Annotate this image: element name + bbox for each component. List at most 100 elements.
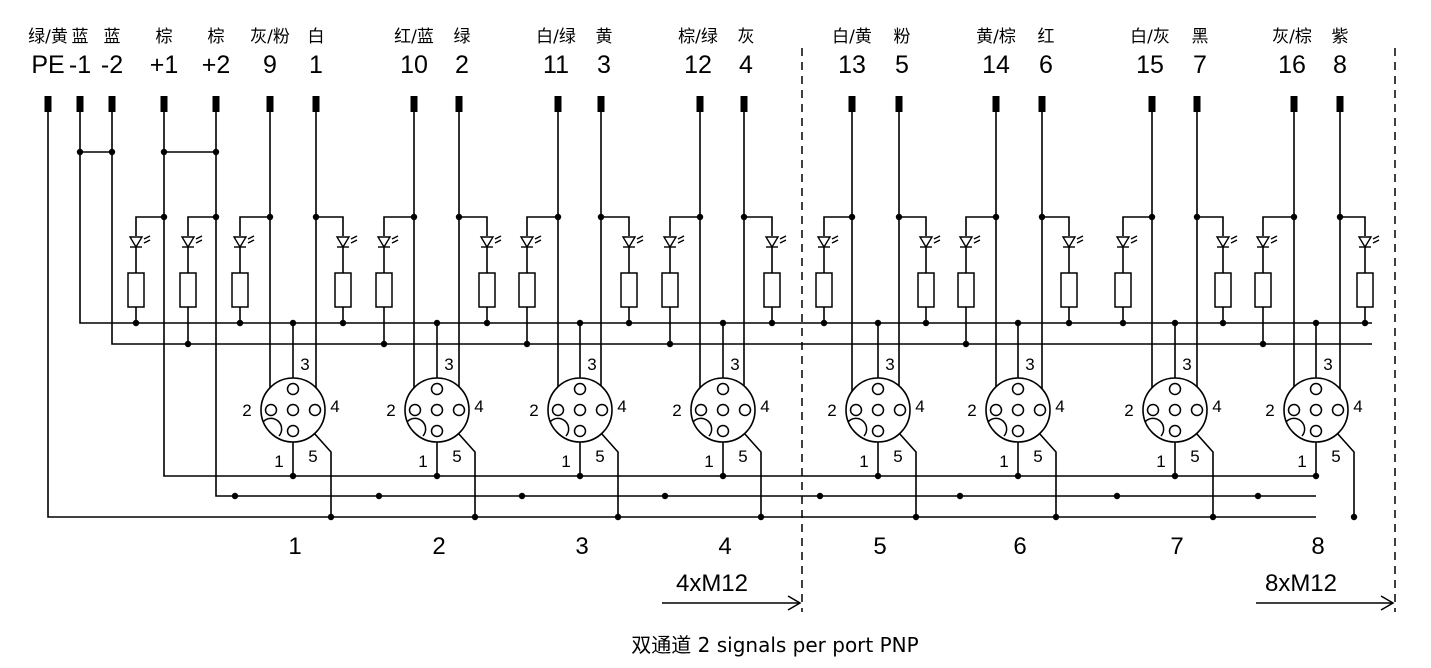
bus-minus-1: [79, 112, 1372, 324]
connector-pin-label: 5: [452, 447, 461, 466]
led-branch: [459, 216, 488, 236]
junction-dot: [554, 213, 562, 221]
connector-pin-label: 4: [1055, 397, 1064, 416]
terminal-layer: [44, 96, 1344, 112]
resistor: [917, 272, 935, 308]
terminal-wire-color: 红/蓝: [394, 27, 434, 47]
resistor: [375, 272, 393, 308]
resistor: [620, 272, 638, 308]
connector-pin-label: 4: [760, 397, 769, 416]
connector-pin-label: 2: [967, 401, 976, 420]
junction-dot: [327, 513, 335, 521]
junction-dot: [1014, 472, 1022, 480]
connector-pin-label: 1: [859, 452, 868, 471]
port-number: 8: [1311, 533, 1324, 560]
junction-dot: [1312, 319, 1320, 327]
led-branch: [135, 216, 164, 236]
terminal-wire-color: 棕: [208, 27, 225, 47]
resistor: [231, 272, 249, 308]
connector-pin-label: 4: [617, 397, 626, 416]
connector-pin-label: 4: [1353, 397, 1362, 416]
junction-dots: [76, 148, 1369, 521]
led-indicator: [621, 235, 644, 249]
terminal-wire-color: 绿/黄: [28, 27, 68, 47]
junction-dot: [236, 319, 244, 327]
junction-dot: [1038, 213, 1046, 221]
terminal-wire-color: 粉: [894, 27, 911, 47]
arrow-head: [787, 595, 802, 611]
led-indicator: [519, 235, 542, 249]
junction-dot: [816, 492, 824, 500]
junction-dot: [576, 472, 584, 480]
bus-plus-2: [215, 112, 1316, 497]
connector-pin-label: 3: [1025, 355, 1034, 374]
resistor: [815, 272, 833, 308]
junction-dot: [719, 319, 727, 327]
connector-pin-label: 2: [1265, 401, 1274, 420]
connector-pin-label: 1: [274, 452, 283, 471]
junction-dot: [768, 319, 776, 327]
signal-pin4: [315, 112, 320, 411]
signal-pin2: [266, 112, 271, 411]
junction-dot: [1290, 213, 1298, 221]
signal-pin2: [991, 112, 997, 411]
led-indicator: [335, 235, 358, 249]
connector-pin-label: 2: [672, 401, 681, 420]
terminal-wire-color: 灰: [738, 27, 755, 47]
port-number: 2: [432, 533, 445, 560]
led-branch: [669, 216, 700, 236]
connector-pin-label: 2: [242, 401, 251, 420]
signal-pin4: [743, 112, 750, 411]
led-indicator: [1061, 235, 1084, 249]
junction-dot: [666, 340, 674, 348]
terminal-wire-color: 红: [1038, 27, 1055, 47]
connector-pin-label: 4: [330, 397, 339, 416]
terminal-label: 7: [1193, 51, 1207, 79]
junction-dot: [740, 213, 748, 221]
led-branch: [1262, 216, 1294, 236]
bus-pe: [47, 112, 1316, 518]
junction-dot: [757, 513, 765, 521]
junction-dot: [614, 513, 622, 521]
led-branch: [744, 216, 773, 236]
junction-dot: [848, 213, 856, 221]
terminal-label: PE: [31, 51, 64, 79]
junction-dot: [874, 472, 882, 480]
junction-dot: [1119, 319, 1127, 327]
connector-pin-label: 5: [1033, 447, 1042, 466]
junction-dot: [289, 472, 297, 480]
resistor: [1254, 272, 1272, 308]
port-number: 1: [288, 533, 301, 560]
terminal-wire-color: 蓝: [72, 27, 89, 47]
terminal-block: [740, 96, 748, 112]
junction-dot: [1065, 319, 1073, 327]
terminal-block: [212, 96, 220, 112]
led-indicator: [662, 235, 685, 249]
terminal-block: [76, 96, 84, 112]
led-branch: [899, 216, 927, 236]
connector-pin-label: 1: [418, 452, 427, 471]
junction-dot: [289, 319, 297, 327]
terminal-wire-color: 紫: [1332, 27, 1349, 47]
junction-dot: [820, 319, 828, 327]
terminal-block: [160, 96, 168, 112]
connector-pin-label: 4: [474, 397, 483, 416]
terminal-block: [696, 96, 704, 112]
terminal-label: 9: [263, 51, 277, 79]
led-branch: [965, 216, 996, 236]
signal-pin4: [1196, 112, 1202, 411]
junction-dot: [433, 472, 441, 480]
junction-dot: [1361, 319, 1369, 327]
junction-dot: [375, 492, 383, 500]
led-branch: [526, 216, 558, 236]
resistor: [478, 272, 496, 308]
terminal-label: 13: [838, 51, 866, 79]
signal-pin2: [410, 112, 415, 411]
connector-pin-label: 3: [1323, 355, 1332, 374]
resistor: [179, 272, 197, 308]
junction-dot: [1113, 492, 1121, 500]
junction-dot: [212, 148, 220, 156]
connector-pin-label: 1: [999, 452, 1008, 471]
